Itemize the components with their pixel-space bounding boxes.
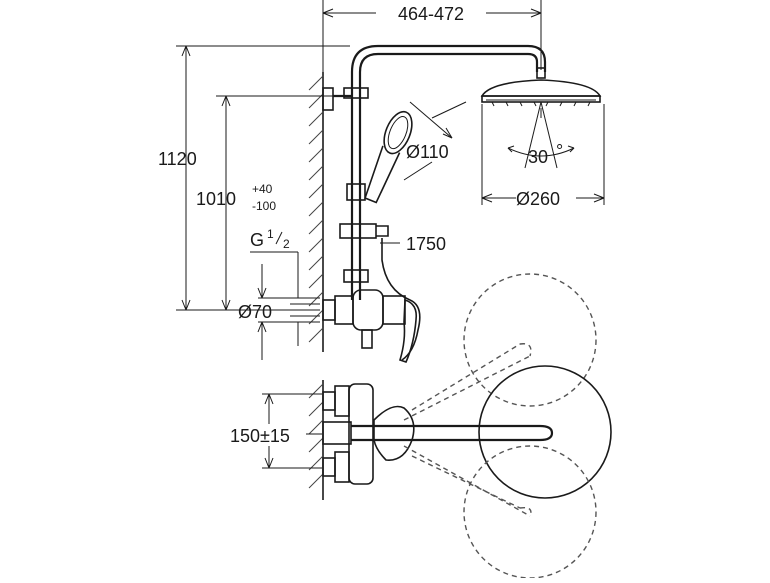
swivel-circle-center <box>478 365 612 499</box>
shower-column <box>322 44 547 361</box>
shower-hose <box>381 238 421 361</box>
connection-diameter-label: Ø70 <box>238 302 272 322</box>
thread-size-prefix: G <box>250 230 264 250</box>
bath-mixer <box>322 383 554 485</box>
bath-spout <box>351 424 554 442</box>
thread-size-numerator: 1 <box>267 227 274 241</box>
mixer-height-label: 1010 <box>196 189 236 209</box>
upper-mixer-outlet <box>361 329 373 349</box>
wall-hatching <box>308 75 324 489</box>
head-shower-angle-label: 30 <box>528 147 548 167</box>
upper-mixer-lever <box>399 298 418 363</box>
wall <box>308 72 324 500</box>
head-shower-diameter-label: Ø260 <box>516 189 560 209</box>
tilt-arc <box>507 147 575 157</box>
bath-mixer-lever <box>373 405 415 461</box>
upper-mixer <box>322 289 418 363</box>
column-clamp-lower <box>343 269 369 283</box>
head-shower-angle-unit: ° <box>556 141 563 161</box>
hand-shower <box>364 110 413 204</box>
mixer-height-tol-upper: +40 <box>252 182 273 196</box>
tilt-line-right <box>540 101 558 169</box>
tilt-line-left <box>524 101 542 169</box>
total-height-label: 1120 <box>158 149 197 169</box>
mixer-height-tol-lower: -100 <box>252 199 276 213</box>
swivel-circle-upper <box>463 273 597 407</box>
spout-swivel-range <box>403 273 612 579</box>
hand-shower-diameter-label: Ø110 <box>406 142 449 162</box>
dimension-lines <box>176 0 605 469</box>
inlet-spacing-label: 150±15 <box>230 426 290 446</box>
hose-length-label: 1750 <box>406 234 446 254</box>
wall-bracket-top <box>322 87 334 111</box>
thread-size-denominator: 2 <box>283 237 290 251</box>
column-clamp-middle <box>346 183 366 201</box>
width-range-label: 464-472 <box>398 4 464 24</box>
head-shower-nozzles <box>491 101 591 107</box>
hand-shower-slider <box>339 223 377 239</box>
column-clamp-upper <box>343 87 369 99</box>
swivel-circle-lower <box>463 445 597 579</box>
